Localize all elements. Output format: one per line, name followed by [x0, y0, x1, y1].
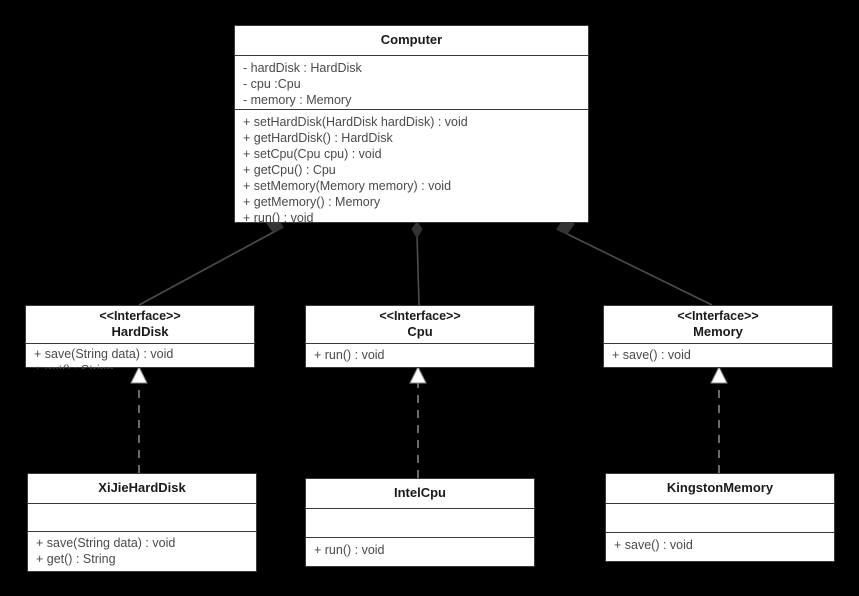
- class-box-kingstonmemory[interactable]: KingstonMemory + save() : void: [605, 473, 835, 562]
- operation-row: + run() : void: [314, 348, 385, 362]
- operation-row: + save(String data) : void: [34, 347, 174, 361]
- stereotype-label: <<Interface>>: [379, 309, 461, 323]
- realization-hollow-triangle-icon: [409, 365, 427, 384]
- class-name-label: HardDisk: [111, 324, 169, 339]
- operation-row: + setCpu(Cpu cpu) : void: [243, 147, 382, 161]
- class-box-computer[interactable]: Computer - hardDisk : HardDisk - cpu :Cp…: [234, 25, 589, 224]
- operation-row: + save() : void: [612, 348, 691, 362]
- class-name-label: KingstonMemory: [666, 480, 774, 495]
- class-operations-xijieharddisk: + save(String data) : void + get() : Str…: [28, 531, 256, 571]
- operation-row: + run() : void: [314, 543, 385, 557]
- edge-realization-xijieharddisk-harddisk: [130, 365, 148, 473]
- realization-hollow-triangle-icon: [710, 365, 728, 384]
- operation-row: + getCpu() : Cpu: [243, 163, 336, 177]
- class-operations-harddisk: + save(String data) : void + get() : Str…: [26, 343, 254, 369]
- operation-row: + setHardDisk(HardDisk hardDisk) : void: [243, 115, 468, 129]
- edge-composition-computer-harddisk: [138, 216, 284, 306]
- class-attributes-xijieharddisk: [28, 503, 256, 531]
- class-title-computer: Computer: [235, 26, 588, 55]
- class-name-label: Cpu: [407, 324, 433, 339]
- class-box-intelcpu[interactable]: IntelCpu + run() : void: [305, 478, 535, 567]
- operation-row: + get() : String: [36, 552, 116, 566]
- class-title-intelcpu: IntelCpu: [306, 479, 534, 508]
- class-attributes-kingstonmemory: [606, 503, 834, 532]
- attribute-row: - cpu :Cpu: [243, 77, 301, 91]
- stereotype-label: <<Interface>>: [99, 309, 181, 323]
- class-title-kingstonmemory: KingstonMemory: [606, 474, 834, 503]
- attribute-row: - hardDisk : HardDisk: [243, 61, 362, 75]
- class-box-harddisk[interactable]: <<Interface>> HardDisk + save(String dat…: [25, 305, 255, 369]
- class-operations-kingstonmemory: + save() : void: [606, 532, 834, 561]
- operation-row: + save(String data) : void: [36, 536, 176, 550]
- class-title-harddisk: <<Interface>> HardDisk: [26, 306, 254, 343]
- class-name-label: XiJieHardDisk: [98, 480, 186, 495]
- class-operations-computer: + setHardDisk(HardDisk hardDisk) : void …: [235, 109, 588, 224]
- class-attributes-intelcpu: [306, 508, 534, 537]
- operation-row: + get() : String: [34, 362, 248, 369]
- class-box-memory[interactable]: <<Interface>> Memory + save() : void: [603, 305, 833, 368]
- operation-row: + save() : void: [614, 538, 693, 552]
- class-title-memory: <<Interface>> Memory: [604, 306, 832, 343]
- operation-row: + run() : void: [243, 211, 314, 224]
- class-operations-memory: + save() : void: [604, 343, 832, 369]
- operation-row: + getMemory() : Memory: [243, 195, 381, 209]
- attribute-row: - memory : Memory: [243, 93, 352, 107]
- class-title-xijieharddisk: XiJieHardDisk: [28, 474, 256, 503]
- class-title-cpu: <<Interface>> Cpu: [306, 306, 534, 343]
- class-name-label: IntelCpu: [394, 485, 446, 500]
- class-box-xijieharddisk[interactable]: XiJieHardDisk + save(String data) : void…: [27, 473, 257, 572]
- edge-composition-computer-cpu: [411, 221, 423, 306]
- edge-realization-kingstonmemory-memory: [710, 365, 728, 473]
- class-box-cpu[interactable]: <<Interface>> Cpu + run() : void: [305, 305, 535, 368]
- edge-realization-intelcpu-cpu: [409, 365, 427, 478]
- class-name-label: Memory: [693, 324, 743, 339]
- operation-row: + getHardDisk() : HardDisk: [243, 131, 393, 145]
- edge-composition-computer-memory: [556, 218, 713, 306]
- class-operations-cpu: + run() : void: [306, 343, 534, 369]
- stereotype-label: <<Interface>>: [677, 309, 759, 323]
- class-attributes-computer: - hardDisk : HardDisk - cpu :Cpu - memor…: [235, 55, 588, 109]
- operation-row: + setMemory(Memory memory) : void: [243, 179, 452, 193]
- class-name-label: Computer: [380, 32, 443, 47]
- realization-hollow-triangle-icon: [130, 365, 148, 384]
- composition-diamond-icon: [411, 221, 423, 240]
- class-operations-intelcpu: + run() : void: [306, 537, 534, 566]
